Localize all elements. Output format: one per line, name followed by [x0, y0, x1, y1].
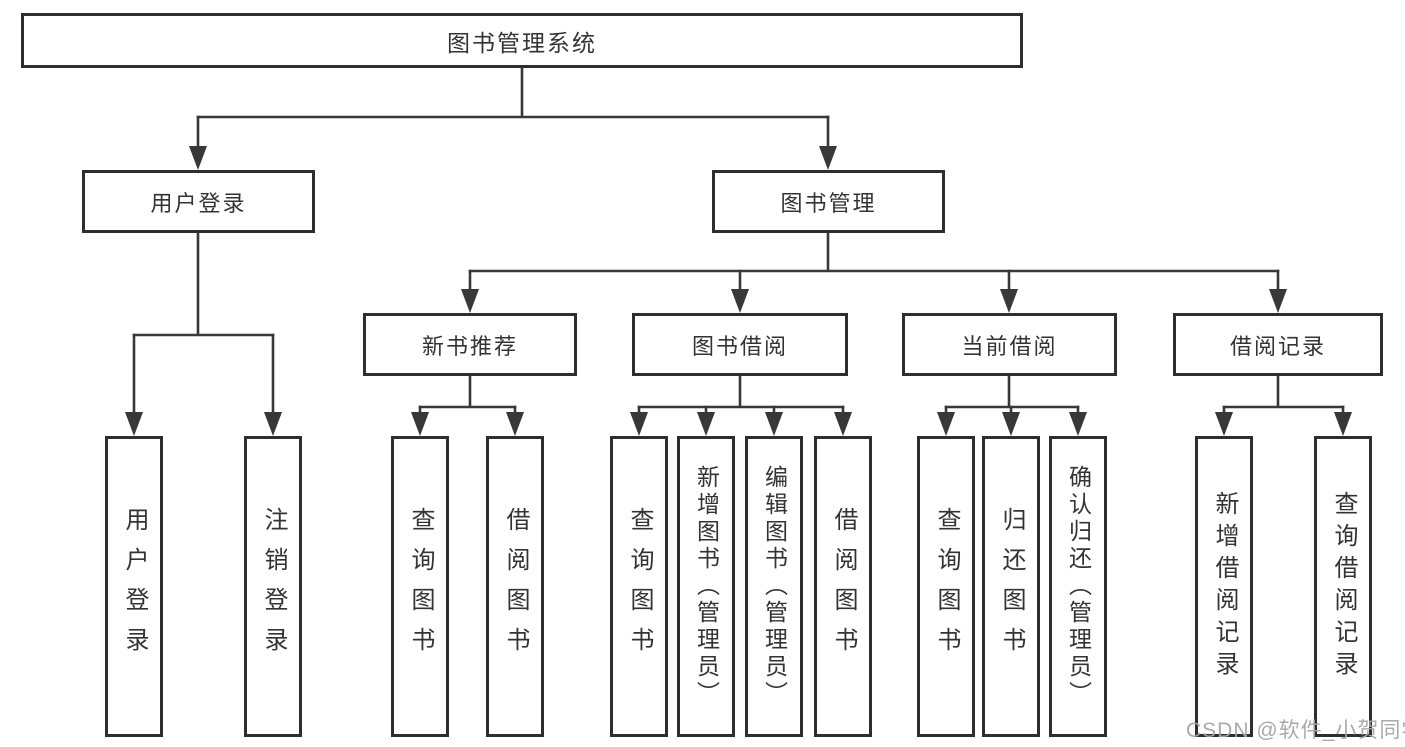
connector-userlogin-bar: [132, 231, 275, 337]
node-user-login: 用户登录: [82, 170, 315, 233]
connector-newbook-bar: [418, 374, 517, 409]
leaf-br-query-record: 查询借阅记录: [1314, 436, 1372, 737]
node-current-borrow: 当前借阅: [902, 313, 1117, 376]
node-book-management-label: 图书管理: [780, 190, 877, 216]
leaf-bb-add-books-admin: 新增图书（管理员）: [677, 436, 735, 737]
connector-bookmgmt-bar: [468, 231, 1280, 273]
node-book-borrow-label: 图书借阅: [691, 333, 788, 359]
leaf-logout: 注销登录: [244, 436, 302, 737]
leaf-nbr-query-books-label: 查询图书: [407, 506, 434, 667]
leaf-cb-return-books: 归还图书: [982, 436, 1040, 737]
leaf-nbr-borrow-books: 借阅图书: [486, 436, 544, 737]
leaf-bb-edit-books-admin: 编辑图书（管理员）: [745, 436, 803, 737]
leaf-user-login: 用户登录: [105, 436, 163, 737]
connector-bookborrow-bar: [637, 374, 845, 409]
leaf-cb-query-books-label: 查询图书: [933, 506, 960, 667]
leaf-cb-confirm-return-admin: 确认归还（管理员）: [1049, 436, 1107, 737]
node-library-system-label: 图书管理系统: [447, 29, 597, 56]
leaf-bb-query-books-label: 查询图书: [626, 506, 653, 667]
node-new-book-recommend: 新书推荐: [363, 313, 577, 376]
node-new-book-recommend-label: 新书推荐: [421, 333, 518, 359]
arrowheads: [125, 146, 1352, 436]
connector-root-bar: [196, 66, 830, 119]
leaf-bb-borrow-books: 借阅图书: [814, 436, 872, 737]
leaf-br-add-record: 新增借阅记录: [1195, 436, 1253, 737]
leaf-nbr-query-books: 查询图书: [391, 436, 449, 737]
connector-records-bar: [1222, 374, 1345, 409]
node-current-borrow-label: 当前借阅: [961, 333, 1058, 359]
node-borrow-records: 借阅记录: [1173, 313, 1383, 376]
leaf-br-add-record-label: 新增借阅记录: [1211, 490, 1238, 683]
node-book-borrow: 图书借阅: [632, 313, 848, 376]
leaf-user-login-label: 用户登录: [121, 506, 148, 667]
node-borrow-records-label: 借阅记录: [1229, 333, 1326, 359]
watermark: CSDN @软件_小贺同学: [1186, 719, 1405, 742]
leaf-nbr-borrow-books-label: 借阅图书: [502, 506, 529, 667]
leaf-bb-borrow-books-label: 借阅图书: [830, 506, 857, 667]
connector-currentborrow-bar: [944, 374, 1080, 409]
leaf-cb-confirm-return-admin-label: 确认归还（管理员）: [1065, 465, 1092, 708]
leaf-bb-add-books-admin-label: 新增图书（管理员）: [693, 465, 720, 708]
leaf-cb-query-books: 查询图书: [917, 436, 975, 737]
leaf-logout-label: 注销登录: [260, 506, 287, 667]
leaf-br-query-record-label: 查询借阅记录: [1330, 490, 1357, 683]
node-library-system: 图书管理系统: [21, 13, 1023, 68]
node-book-management: 图书管理: [712, 170, 945, 233]
leaf-bb-query-books: 查询图书: [610, 436, 668, 737]
leaf-cb-return-books-label: 归还图书: [998, 506, 1025, 667]
node-user-login-label: 用户登录: [150, 190, 247, 216]
leaf-bb-edit-books-admin-label: 编辑图书（管理员）: [761, 465, 788, 708]
